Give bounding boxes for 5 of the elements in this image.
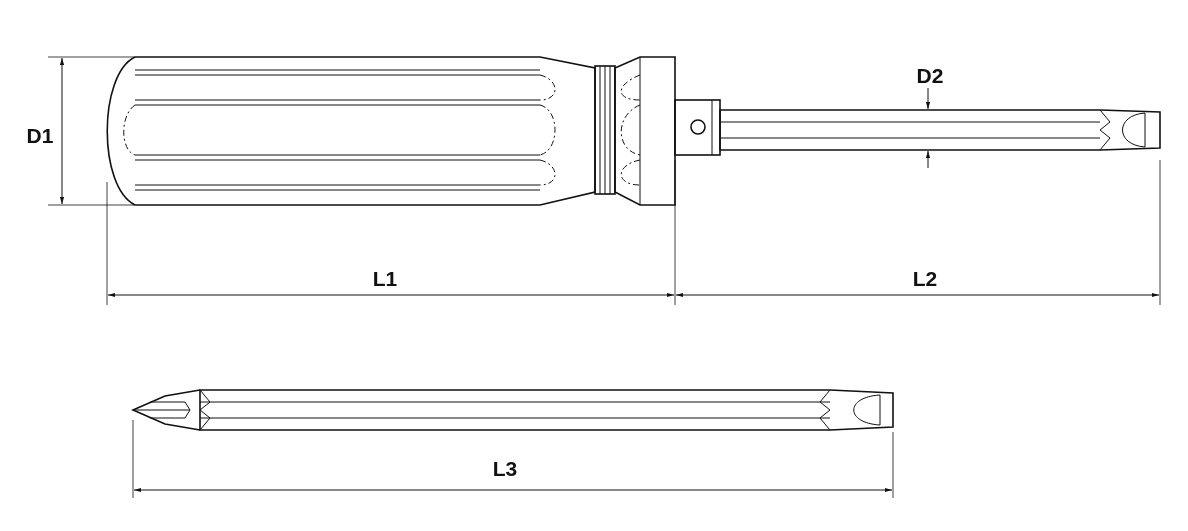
- dimension-label: L2: [912, 267, 938, 289]
- dimension-label: L1: [372, 267, 398, 289]
- dimension-label: D1: [26, 124, 54, 146]
- dimension-label: D2: [916, 64, 944, 86]
- dimension-label: L3: [492, 457, 518, 479]
